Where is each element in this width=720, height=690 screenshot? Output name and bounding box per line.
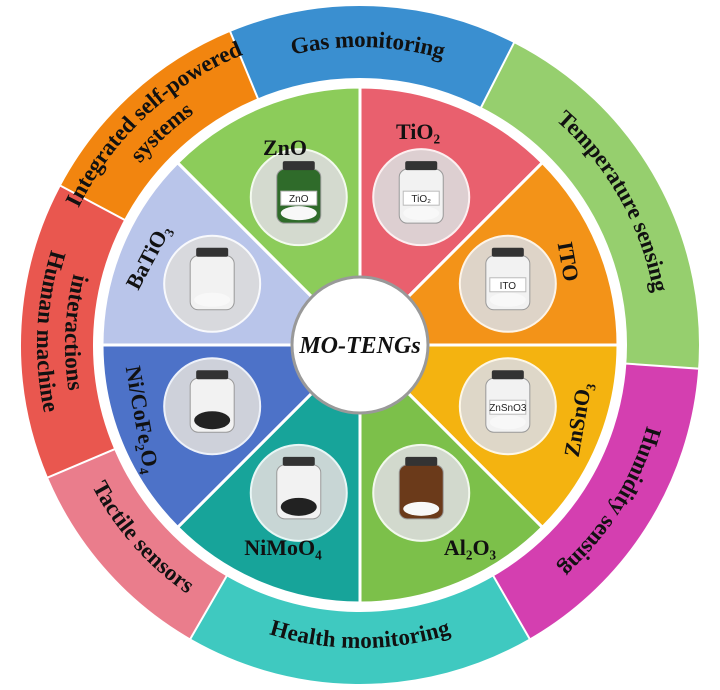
material-photo-ito: ITO xyxy=(458,234,557,333)
jar-label: ITO xyxy=(500,281,517,292)
material-label-al2o3: Al₂O₃ xyxy=(444,535,497,560)
material-label-zno: ZnO xyxy=(263,135,307,160)
application-segment-integrated xyxy=(58,29,260,222)
material-label-nimoo4: NiMoO₄ xyxy=(244,535,322,560)
jar-label: ZnO xyxy=(289,194,309,205)
material-photo-batio3 xyxy=(163,234,262,333)
center-title: MO-TENGs xyxy=(298,333,420,359)
applications-ring xyxy=(19,4,701,686)
jar-label: ZnSnO3 xyxy=(489,403,527,414)
material-photo-tio2: TiO₂ xyxy=(372,148,471,247)
material-photo-nicofe2o4 xyxy=(163,357,262,456)
center-circle xyxy=(290,275,430,415)
material-label-tio2: TiO₂ xyxy=(396,119,441,144)
center-hub: MO-TENGs xyxy=(290,275,430,415)
material-photo-al2o3 xyxy=(372,443,471,542)
jar-label: TiO₂ xyxy=(411,194,431,205)
material-photo-zno: ZnO xyxy=(249,148,348,247)
material-photo-znsno3: ZnSnO3 xyxy=(458,357,557,456)
material-photo-nimoo4 xyxy=(249,443,348,542)
